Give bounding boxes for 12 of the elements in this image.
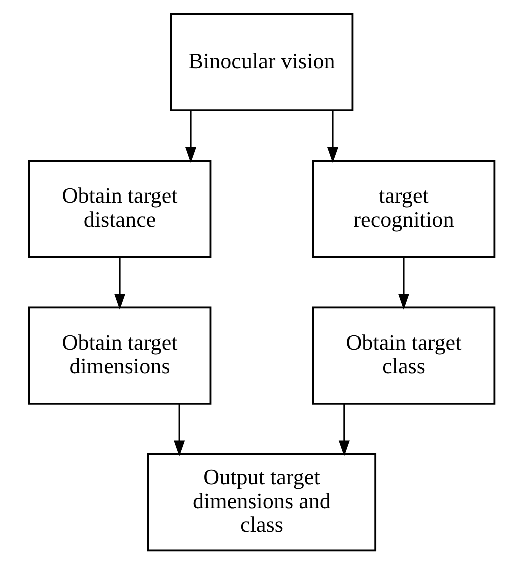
node-box: Output target dimensions and class bbox=[147, 454, 377, 552]
node-box: Binocular vision bbox=[170, 13, 354, 112]
node-box: Obtain target distance bbox=[28, 160, 212, 258]
node-box: Obtain target class bbox=[312, 306, 496, 405]
node-box: Obtain target dimensions bbox=[28, 306, 212, 405]
arrow bbox=[338, 404, 350, 457]
arrow bbox=[114, 258, 126, 310]
arrow bbox=[174, 404, 186, 457]
node-box: target recognition bbox=[312, 160, 496, 258]
arrow bbox=[398, 258, 410, 310]
arrow bbox=[327, 110, 339, 164]
arrow bbox=[185, 110, 197, 164]
